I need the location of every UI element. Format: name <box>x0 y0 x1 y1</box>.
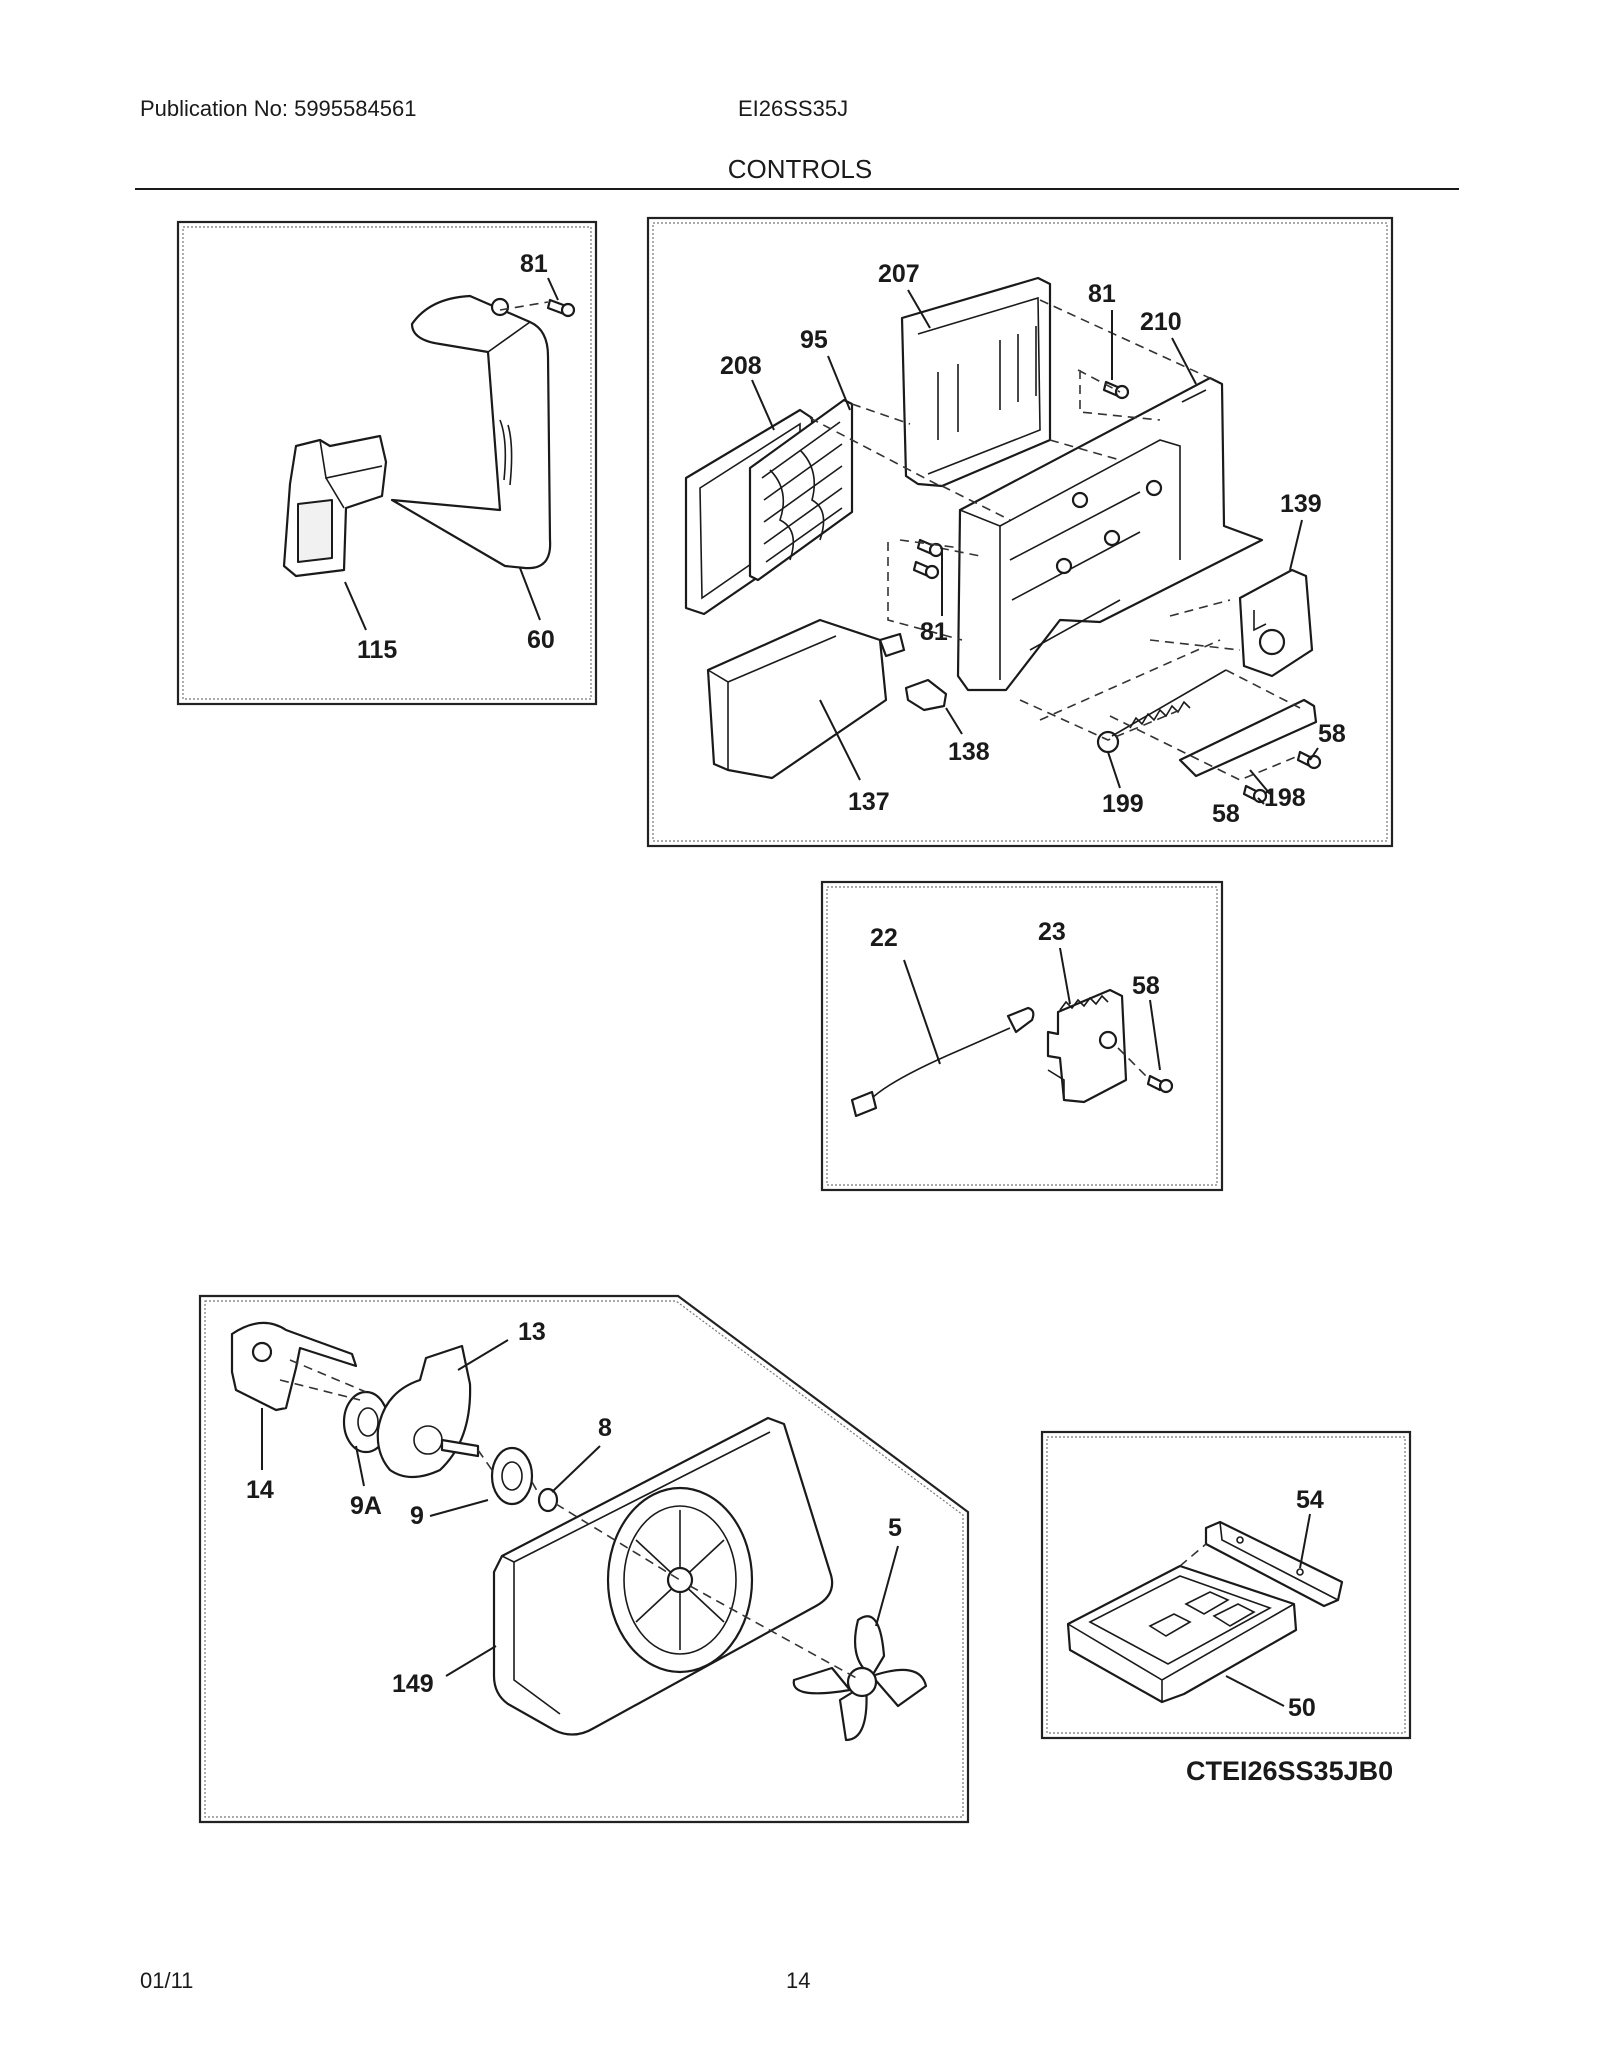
callout-58: 58 <box>1132 972 1160 1000</box>
callout-208: 208 <box>720 352 762 380</box>
callout-81: 81 <box>920 618 948 646</box>
panel-1: 81 115 60 <box>176 220 598 706</box>
section-title: CONTROLS <box>727 154 873 184</box>
part-8-washer <box>537 1487 559 1513</box>
part-9-wheel <box>490 1446 534 1506</box>
part-50-tray <box>1066 1564 1298 1704</box>
part-5-fan-blade <box>792 1615 928 1742</box>
panel-5-frame <box>1040 1430 1412 1740</box>
callout-50: 50 <box>1288 1694 1316 1722</box>
part-138-clip <box>904 678 948 712</box>
part-22-sensor <box>850 1006 1035 1118</box>
callout-14: 14 <box>246 1476 274 1504</box>
diagram-code: CTEI26SS35JB0 <box>1186 1756 1393 1786</box>
callout-8: 8 <box>598 1414 612 1442</box>
part-13-motor <box>376 1344 480 1479</box>
callout-13: 13 <box>518 1318 546 1346</box>
callout-198: 198 <box>1264 784 1306 812</box>
panel-3: 22 23 58 <box>820 880 1224 1192</box>
panel-4-frame <box>198 1294 970 1824</box>
part-199-rod <box>1096 669 1227 754</box>
part-81-screw-b <box>1102 380 1130 400</box>
part-81-screw-a <box>546 298 576 318</box>
part-23-cover <box>1046 988 1128 1104</box>
model-number: EI26SS35J <box>738 96 849 121</box>
callout-58: 58 <box>1212 800 1240 828</box>
part-198-plate <box>1178 698 1318 778</box>
panel-5: 54 50 <box>1040 1430 1412 1740</box>
callout-9: 9 <box>410 1502 424 1530</box>
footer-date: 01/11 <box>140 1968 194 1993</box>
part-115-motor <box>282 434 388 578</box>
panel-2-frame <box>646 216 1394 848</box>
callout-54: 54 <box>1296 1486 1324 1514</box>
callout-5: 5 <box>888 1514 902 1542</box>
callout-81: 81 <box>1088 280 1116 308</box>
callout-9a: 9A <box>350 1492 382 1520</box>
callout-138: 138 <box>948 738 990 766</box>
part-210-housing <box>956 376 1264 692</box>
part-58-screw-a <box>1296 750 1322 770</box>
callout-210: 210 <box>1140 308 1182 336</box>
panel-3-frame <box>820 880 1224 1192</box>
callout-115: 115 <box>357 636 397 664</box>
part-137-cover <box>706 618 906 780</box>
callout-139: 139 <box>1280 490 1322 518</box>
part-58-screw-c <box>1146 1074 1174 1094</box>
part-207-bracket <box>900 276 1052 488</box>
part-139-switch <box>1238 568 1314 678</box>
panel-4: 14 9A 13 9 8 5 149 <box>198 1294 970 1824</box>
part-149-shroud <box>492 1416 834 1736</box>
callout-58: 58 <box>1318 720 1346 748</box>
publication-number: Publication No: 5995584561 <box>140 96 417 121</box>
header-rule <box>135 188 1459 190</box>
part-58-screw-b <box>1242 784 1268 804</box>
callout-149: 149 <box>392 1670 434 1698</box>
panel-2: 207 81 210 95 208 139 81 138 137 199 58 … <box>646 216 1394 848</box>
callout-60: 60 <box>527 626 555 654</box>
part-14-bracket <box>230 1321 358 1412</box>
page-number: 14 <box>786 1968 811 1993</box>
panel-1-frame <box>176 220 598 706</box>
part-95-filter <box>748 398 854 582</box>
callout-95: 95 <box>800 326 828 354</box>
callout-23: 23 <box>1038 918 1066 946</box>
callout-207: 207 <box>878 260 920 288</box>
callout-137: 137 <box>848 788 890 816</box>
callout-199: 199 <box>1102 790 1144 818</box>
callout-22: 22 <box>870 924 898 952</box>
part-60-housing <box>390 294 552 570</box>
callout-81: 81 <box>520 250 548 278</box>
